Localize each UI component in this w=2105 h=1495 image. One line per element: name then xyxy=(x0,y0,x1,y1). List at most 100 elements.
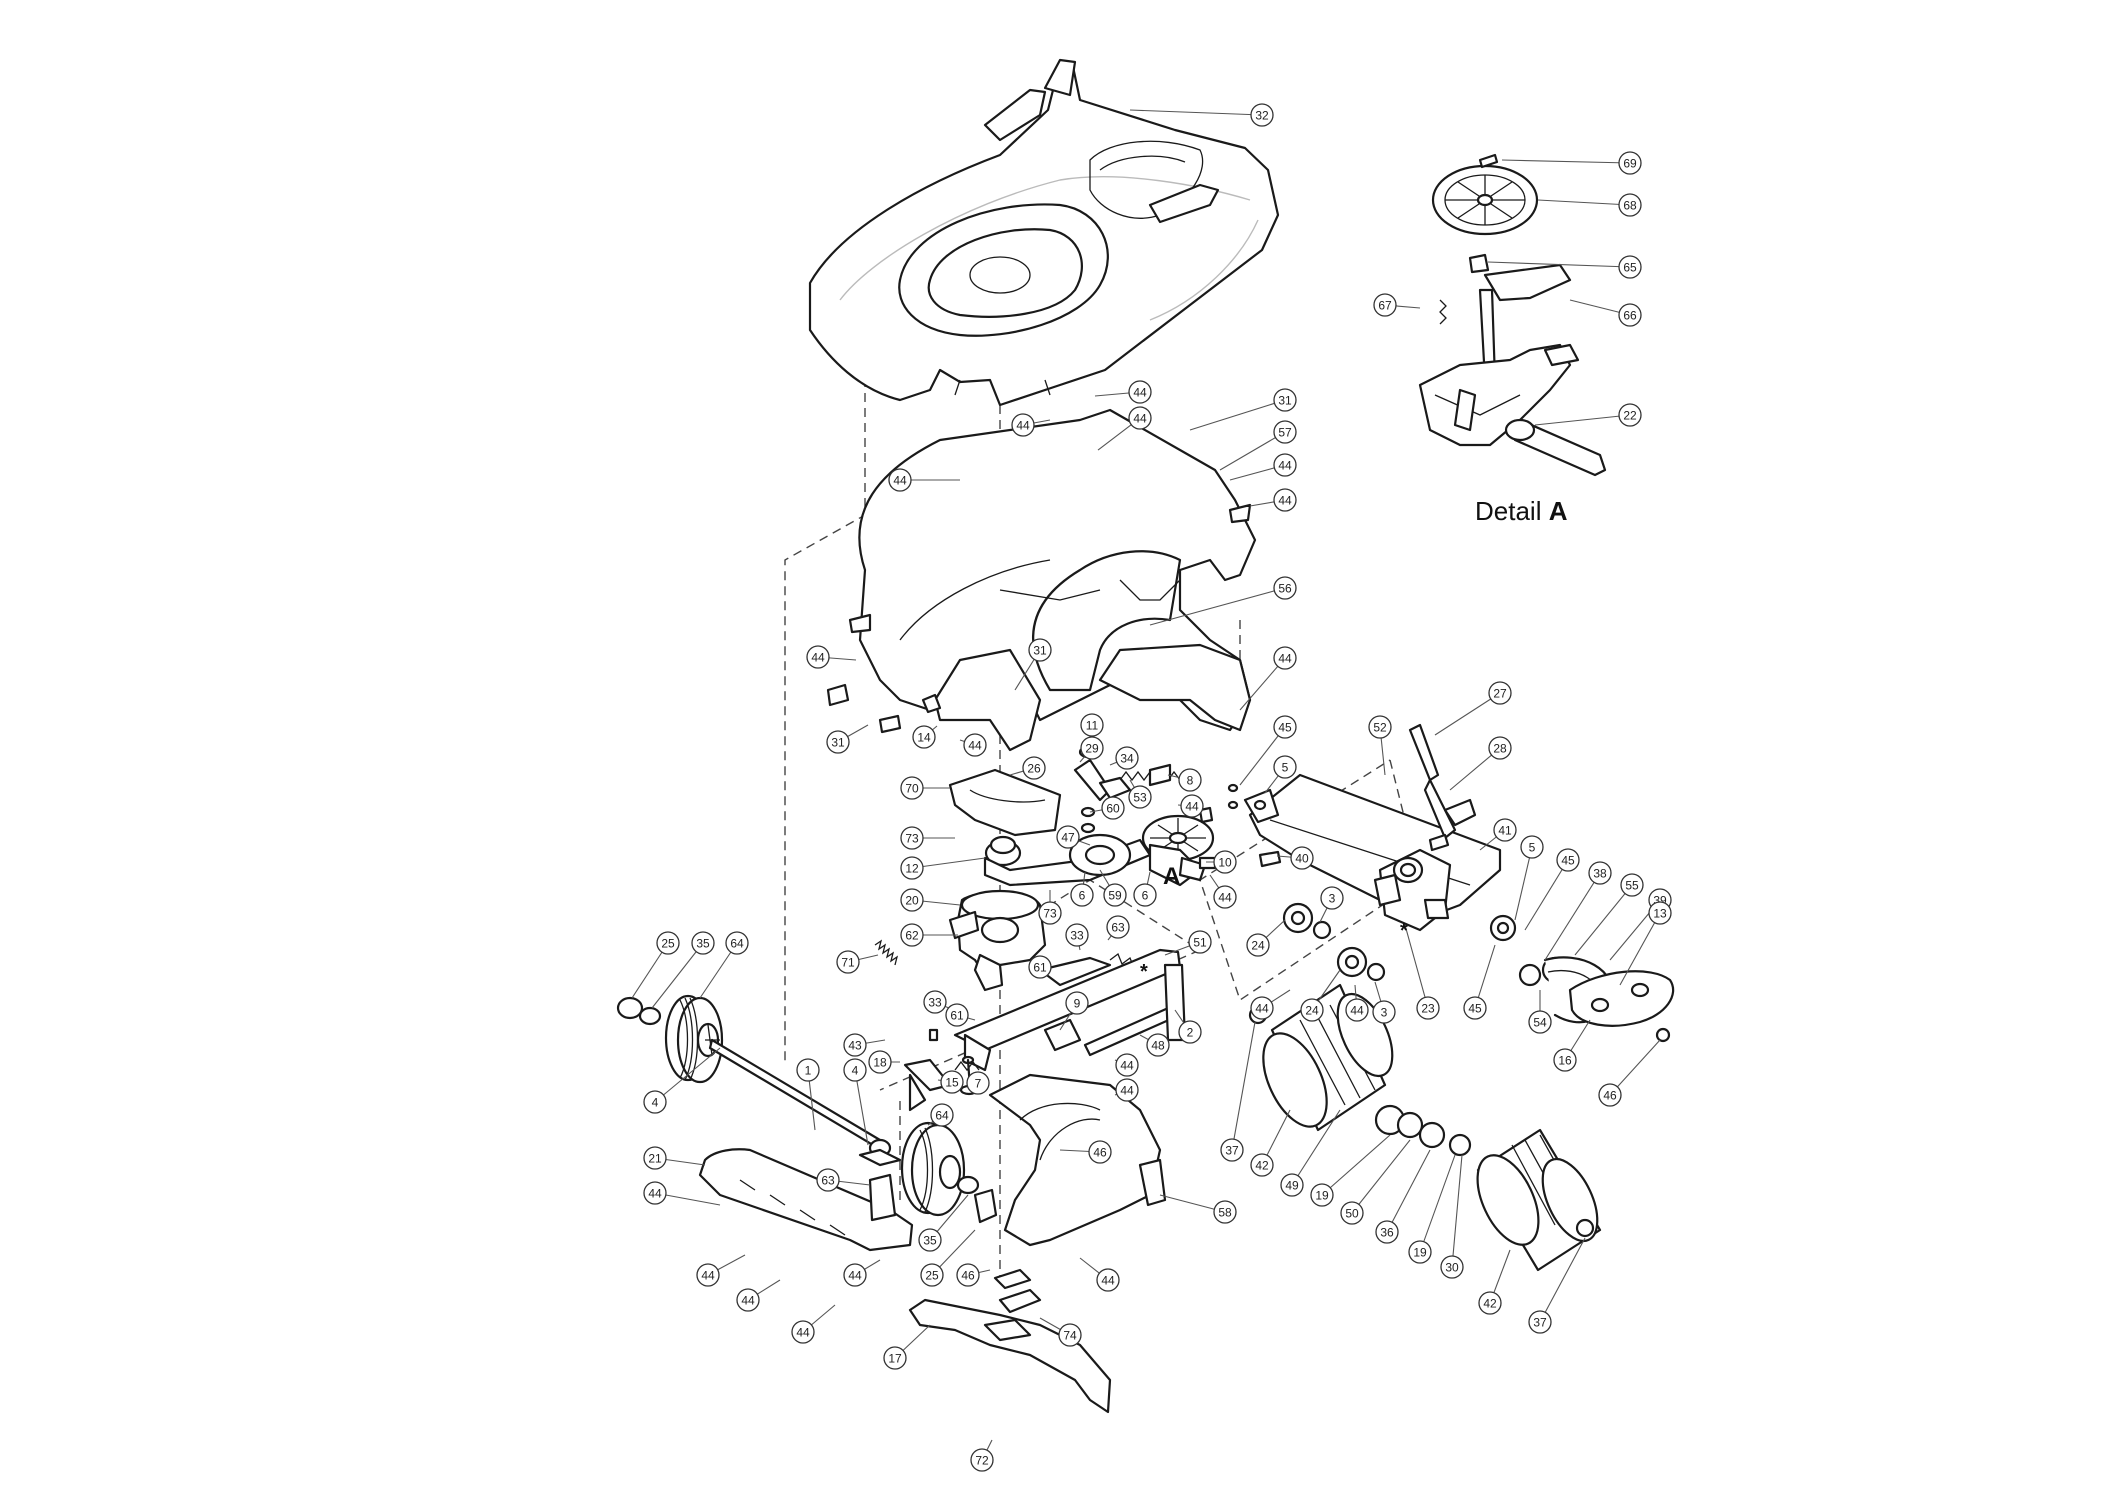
callout-number: 31 xyxy=(1033,644,1047,658)
callout-73: 73 xyxy=(1038,901,1062,925)
mower-hood xyxy=(808,58,1280,407)
callout-circle xyxy=(1178,1020,1202,1044)
callout-circle xyxy=(1080,713,1104,737)
callout-number: 44 xyxy=(1278,652,1292,666)
callout-15: 15 xyxy=(940,1070,964,1094)
callout-leader-37 xyxy=(1539,1237,1586,1323)
callout-number: 44 xyxy=(648,1187,662,1201)
callout-40: 40 xyxy=(1290,846,1314,870)
callout-number: 12 xyxy=(905,862,919,876)
callout-number: 29 xyxy=(1085,742,1099,756)
callout-61: 61 xyxy=(945,1003,969,1027)
callout-circle xyxy=(643,1146,667,1170)
callout-29: 29 xyxy=(1080,736,1104,760)
callout-circle xyxy=(1038,901,1062,925)
callout-leader-57 xyxy=(1219,431,1286,471)
mower-deck xyxy=(826,408,1257,752)
callout-18: 18 xyxy=(868,1050,892,1074)
callout-number: 1 xyxy=(805,1064,812,1078)
callout-number: 13 xyxy=(1653,907,1667,921)
callout-circle xyxy=(656,931,680,955)
cutting-blade xyxy=(908,1268,1112,1414)
callout-44: 44 xyxy=(1180,794,1204,818)
callout-circle xyxy=(1300,998,1324,1022)
callout-30: 30 xyxy=(1440,1255,1464,1279)
callout-circle xyxy=(1556,848,1580,872)
callout-circle xyxy=(1310,1183,1334,1207)
callout-circle xyxy=(1250,996,1274,1020)
callout-31: 31 xyxy=(1273,388,1297,412)
callout-circle xyxy=(1620,873,1644,897)
callout-circle xyxy=(836,950,860,974)
callout-number: 44 xyxy=(1185,800,1199,814)
callout-6: 6 xyxy=(1133,883,1157,907)
callout-37: 37 xyxy=(1528,1310,1552,1334)
callout-number: 51 xyxy=(1193,936,1207,950)
callout-circle xyxy=(843,1058,867,1082)
callout-number: 44 xyxy=(1016,419,1030,433)
callout-number: 7 xyxy=(975,1077,982,1091)
callout-leader-27 xyxy=(1434,692,1501,736)
callout-circle xyxy=(1520,835,1544,859)
callout-circle xyxy=(725,931,749,955)
callout-55: 55 xyxy=(1620,873,1644,897)
callout-number: 62 xyxy=(905,929,919,943)
callout-69: 69 xyxy=(1618,151,1642,175)
callout-number: 46 xyxy=(1603,1089,1617,1103)
callout-26: 26 xyxy=(1022,756,1046,780)
callout-2: 2 xyxy=(1178,1020,1202,1044)
callout-circle xyxy=(1106,915,1130,939)
callout-number: 35 xyxy=(696,937,710,951)
callout-circle xyxy=(900,923,924,947)
callout-4: 4 xyxy=(843,1058,867,1082)
callout-number: 44 xyxy=(796,1326,810,1340)
callout-44: 44 xyxy=(643,1181,667,1205)
callout-60: 60 xyxy=(1101,796,1125,820)
callout-number: 4 xyxy=(652,1096,659,1110)
callout-circle xyxy=(1180,794,1204,818)
callout-circle xyxy=(1188,930,1212,954)
callout-number: 44 xyxy=(1278,459,1292,473)
callout-9: 9 xyxy=(1065,991,1089,1015)
callout-number: 46 xyxy=(961,1269,975,1283)
callout-31: 31 xyxy=(1028,638,1052,662)
axle-bracket-assembly xyxy=(1227,723,1502,932)
callout-circle xyxy=(1115,746,1139,770)
callout-44: 44 xyxy=(963,733,987,757)
callout-number: 55 xyxy=(1625,879,1639,893)
callout-number: 42 xyxy=(1255,1159,1269,1173)
callout-number: 44 xyxy=(1278,494,1292,508)
callout-45: 45 xyxy=(1273,715,1297,739)
callout-number: 18 xyxy=(873,1056,887,1070)
callout-circle xyxy=(912,725,936,749)
callout-24: 24 xyxy=(1246,933,1270,957)
callout-number: 42 xyxy=(1483,1297,1497,1311)
callout-number: 72 xyxy=(975,1454,989,1468)
spring-small xyxy=(874,939,899,966)
callout-12: 12 xyxy=(900,856,924,880)
callout-11: 11 xyxy=(1080,713,1104,737)
callout-number: 5 xyxy=(1529,841,1536,855)
callout-circle xyxy=(1028,638,1052,662)
callout-circle xyxy=(963,733,987,757)
callout-number: 30 xyxy=(1445,1261,1459,1275)
callout-number: 54 xyxy=(1533,1016,1547,1030)
callout-circle xyxy=(1273,646,1297,670)
callout-number: 63 xyxy=(1111,921,1125,935)
callout-leader-12 xyxy=(911,857,986,869)
callout-number: 31 xyxy=(831,736,845,750)
callout-number: 56 xyxy=(1278,582,1292,596)
callout-circle xyxy=(1375,1220,1399,1244)
callout-number: 53 xyxy=(1133,791,1147,805)
callout-number: 11 xyxy=(1086,719,1099,733)
callout-leader-38 xyxy=(1544,872,1601,961)
callout-number: 31 xyxy=(1278,394,1292,408)
callout-leader-31 xyxy=(1189,399,1286,431)
callout-19: 19 xyxy=(1310,1183,1334,1207)
callout-circle xyxy=(900,856,924,880)
callout-circle xyxy=(1101,796,1125,820)
callout-44: 44 xyxy=(1345,998,1369,1022)
callout-number: 44 xyxy=(1255,1002,1269,1016)
callout-number: 44 xyxy=(1133,386,1147,400)
callout-circle xyxy=(1022,756,1046,780)
